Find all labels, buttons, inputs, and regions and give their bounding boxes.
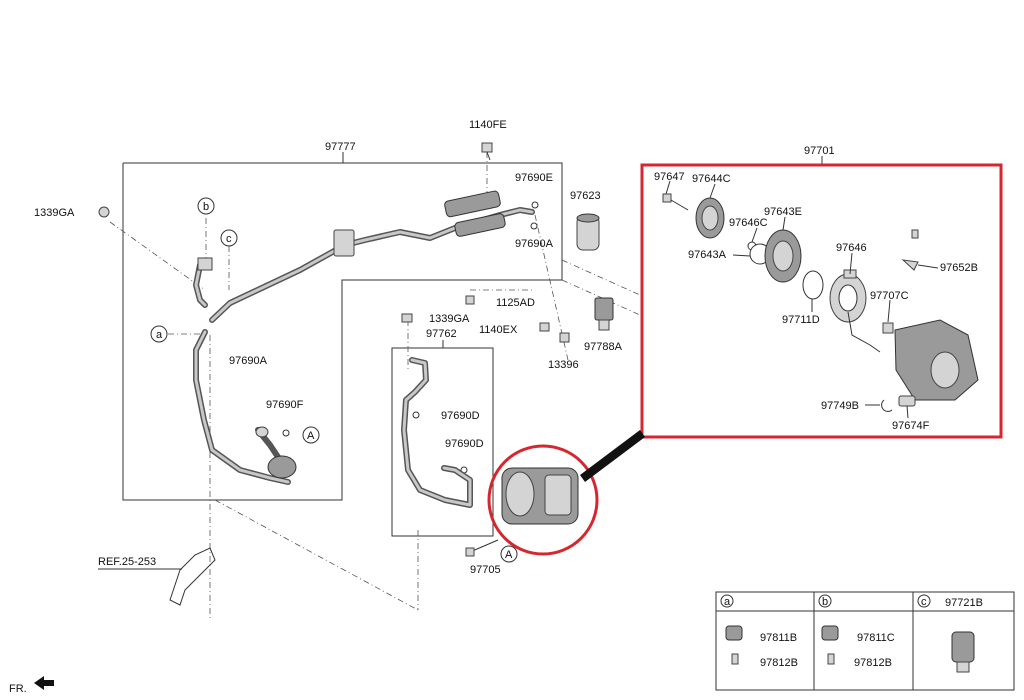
label-1125ad: 1125AD [496, 297, 535, 309]
legend-a-key: a [724, 596, 731, 608]
label-97646c: 97646C [729, 217, 768, 229]
hose-97762 [401, 357, 473, 508]
label-97711d: 97711D [782, 314, 820, 326]
label-97623: 97623 [570, 190, 601, 202]
label-ref-25-253: REF.25-253 [98, 556, 156, 568]
fr-arrow-icon [34, 676, 54, 690]
callout-a-circle [150, 325, 168, 343]
label-fr: FR. [9, 683, 27, 695]
sensor-97788a [594, 297, 614, 331]
label-97705: 97705 [470, 564, 501, 576]
label-callout-a: a [156, 329, 163, 341]
ref-25-253-part [98, 547, 216, 606]
label-97749b: 97749B [821, 400, 859, 412]
legend-c-key: c [921, 596, 927, 608]
label-1140fe: 1140FE [469, 119, 507, 131]
receiver-drier-97623 [576, 213, 600, 251]
callout-A2-circle [500, 545, 518, 563]
label-97652b: 97652B [940, 262, 978, 274]
detail-leaders [665, 180, 939, 419]
legend-c-part: 97721B [945, 597, 983, 609]
label-1339ga-left: 1339GA [34, 207, 75, 219]
label-97644c: 97644C [692, 173, 731, 185]
label-1339ga-mid: 1339GA [429, 313, 470, 325]
label-97690a-top: 97690A [515, 238, 554, 250]
legend-b-circle [818, 594, 832, 608]
label-97690a: 97690A [229, 355, 268, 367]
legend-b-key: b [822, 596, 828, 608]
label-97647: 97647 [654, 171, 685, 183]
callout-A1-circle [302, 426, 320, 444]
label-97690e: 97690E [515, 172, 553, 184]
legend-b-lower: 97812B [854, 657, 892, 669]
legend-a-lower: 97812B [760, 657, 798, 669]
label-97690d-2: 97690D [445, 438, 484, 450]
group-97777-frame [122, 162, 563, 501]
compressor-assembly [465, 430, 645, 557]
legend-a-upper: 97811B [760, 632, 797, 644]
label-97690d-1: 97690D [441, 410, 480, 422]
legend-c-circle [917, 594, 931, 608]
label-97643e: 97643E [764, 206, 802, 218]
group-97701-highlight-frame [640, 163, 1003, 439]
label-97643a: 97643A [688, 249, 727, 261]
label-97777: 97777 [325, 141, 356, 153]
label-callout-A2: A [505, 549, 513, 561]
hose-97777 [193, 190, 535, 323]
legend-b-upper: 97811C [857, 632, 895, 644]
label-97674f: 97674F [892, 420, 930, 432]
compressor-clutch-detail [662, 193, 979, 412]
label-97646: 97646 [836, 242, 867, 254]
callout-c-circle [220, 229, 238, 247]
legend-table: a b c 97721B 97811B 97812B 97811C 97812B [715, 591, 1015, 691]
label-13396: 13396 [548, 359, 579, 371]
label-callout-c: c [226, 233, 232, 245]
label-97690f: 97690F [266, 399, 304, 411]
label-97707c: 97707C [870, 290, 909, 302]
hose-97690a [193, 329, 297, 485]
label-97762: 97762 [426, 328, 457, 340]
label-97788a: 97788A [584, 341, 623, 353]
label-callout-A1: A [307, 430, 315, 442]
label-1140ex: 1140EX [479, 324, 518, 336]
legend-a-circle [720, 594, 734, 608]
callout-b-circle [197, 197, 215, 215]
label-97701: 97701 [804, 145, 835, 157]
label-callout-b: b [203, 201, 209, 213]
